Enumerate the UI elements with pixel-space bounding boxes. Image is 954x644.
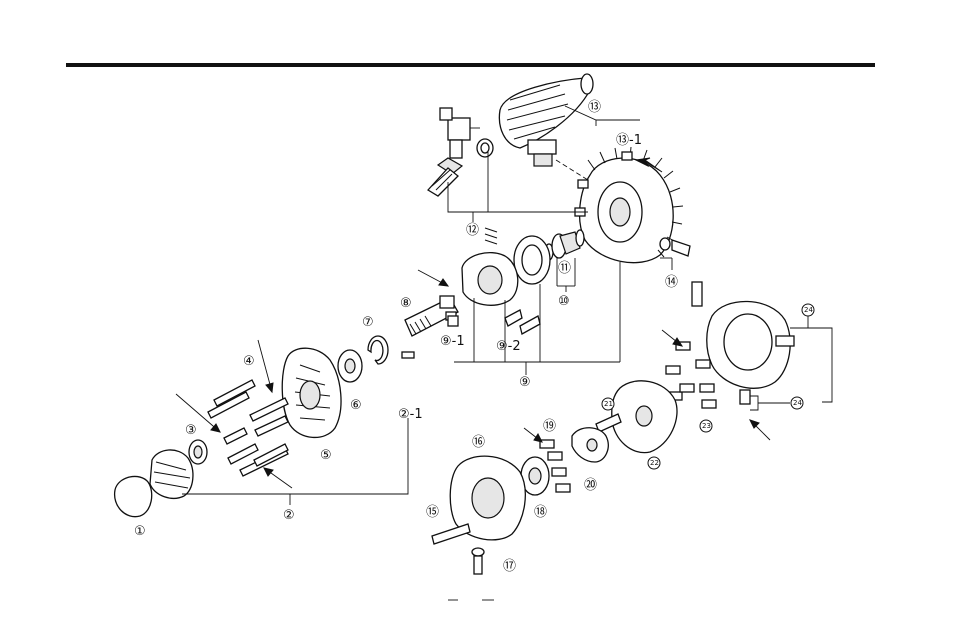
callout-10: ⑩ [558, 294, 570, 309]
gear-ring [513, 235, 551, 285]
callout-21: 21 [604, 400, 613, 408]
callout-9: ⑨ [519, 375, 531, 390]
callout-labels: ⑬ ⑬-1 ⑫ ⑪ ⑩ ⑭ ⑧ ⑦ ⑨-1 ⑨-2 ⑨ ④ ⑥ ②-1 ③ ⑤ … [134, 100, 815, 574]
front-cover [281, 347, 342, 439]
callout-23: 23 [702, 422, 711, 430]
callout-14: ⑭ [665, 275, 678, 290]
cam-20 [571, 427, 609, 463]
gear-case [461, 227, 519, 306]
callout-8: ⑧ [400, 296, 412, 311]
callout-20: ⑳ [584, 478, 597, 493]
cap [113, 475, 153, 518]
callout-3: ③ [185, 423, 197, 438]
callout-13: ⑬ [588, 100, 601, 115]
callout-19: ⑲ [543, 419, 556, 434]
callout-15: ⑮ [426, 505, 439, 520]
bolts-right [665, 281, 717, 409]
disk-22 [611, 380, 678, 454]
callout-2-1: ②-1 [398, 407, 423, 422]
callout-4: ④ [243, 354, 255, 369]
bolt-19 [523, 427, 555, 449]
header-rule [66, 63, 875, 67]
callout-24-bottom: 24 [793, 399, 802, 407]
callout-18: ⑱ [534, 505, 547, 520]
callout-6: ⑥ [350, 398, 362, 413]
gear-18 [520, 451, 571, 496]
key-2-1 [401, 351, 415, 359]
bush-bearing-set [544, 229, 585, 261]
callout-13-1: ⑬-1 [616, 133, 642, 148]
sleeve [188, 439, 208, 465]
bearing [337, 349, 363, 383]
clutch-assembly [149, 449, 194, 499]
end-cover [706, 300, 795, 405]
callout-24-top: 24 [804, 306, 813, 314]
pins-9-2 [504, 309, 541, 335]
fitting-14 [659, 237, 691, 257]
screw-13-1 [621, 151, 663, 173]
shaft-15 [431, 523, 471, 545]
grease-fitting-17 [471, 547, 485, 575]
gear-plate-16 [449, 455, 526, 541]
valve-assembly [426, 107, 494, 197]
callout-12: ⑫ [466, 223, 479, 238]
motor-cover [498, 73, 594, 167]
pointer-arrows-right [417, 269, 771, 441]
callout-9-2: ⑨-2 [496, 339, 521, 354]
key-9-1 [447, 315, 459, 327]
leader-lines [182, 105, 833, 601]
callout-5: ⑤ [320, 448, 332, 463]
callout-22: 22 [650, 459, 659, 467]
callout-17: ⑰ [503, 559, 516, 574]
pointer-arrows-left [175, 339, 293, 489]
callout-11: ⑪ [558, 261, 571, 276]
motor-housing [574, 146, 684, 264]
callout-2: ② [283, 508, 295, 523]
callout-16: ⑯ [472, 435, 485, 450]
long-screws [207, 379, 289, 477]
circlip [367, 335, 389, 365]
callout-9-1: ⑨-1 [440, 334, 465, 349]
callout-1: ① [134, 524, 146, 539]
callout-7: ⑦ [362, 315, 374, 330]
